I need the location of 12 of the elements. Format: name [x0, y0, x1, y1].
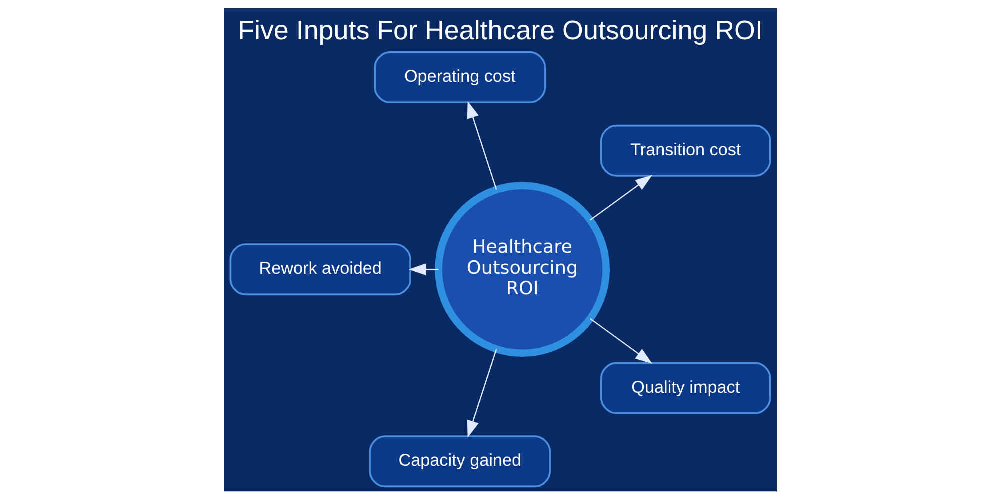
node-box: Operating cost [374, 52, 546, 104]
node-box: Quality impact [600, 362, 771, 414]
arrow [590, 318, 652, 364]
node-box: Capacity gained [368, 436, 550, 488]
arrow [408, 264, 438, 276]
diagram-title: Five Inputs For Healthcare Outsourcing ROI [238, 16, 762, 46]
arrow [466, 349, 497, 438]
node-box: Rework avoided [229, 244, 411, 296]
node-box: Transition cost [600, 124, 771, 177]
arrow [466, 101, 497, 190]
node-circle: Healthcare Outsourcing ROI [434, 182, 610, 358]
arrow [590, 175, 652, 221]
